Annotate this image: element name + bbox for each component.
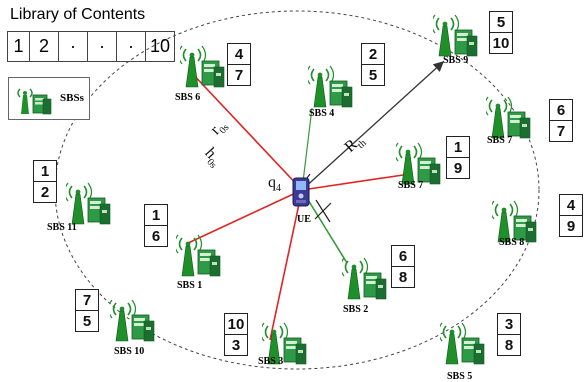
cache-item: 5 [82,312,92,330]
sbs-icon [440,322,485,365]
sbs-label: SBS 7 [398,180,424,191]
cache-item: 3 [498,314,520,335]
sbs-icon [433,14,478,57]
link-ue-sbs6 [188,69,303,191]
cache-item: 1 [447,137,469,158]
library-row: 1 2 · · · 10 [7,31,175,62]
library-cell: 1 [8,32,30,61]
cache-item: 6 [151,227,161,245]
legend-label: SBSs [60,92,84,104]
q4-symbol: q4 [268,174,281,195]
coverage-circle [54,10,540,370]
sbs-icon [308,65,353,108]
sbs-icon [396,142,441,185]
cache-item: 6 [392,246,414,267]
cache-item: 2 [40,183,50,201]
sbs-label: SBS 1 [177,280,203,291]
cache-item: 7 [76,290,98,311]
cache-item: 5 [368,66,378,84]
sbs-icon [17,88,52,115]
library-cell: · [117,32,146,61]
cache-item: 3 [231,336,241,354]
link-ue-sbs1 [185,189,303,245]
link-ue-sbs4 [301,107,313,191]
sbs-icon [66,182,111,225]
sbs-label: SBS 5 [447,371,473,382]
sbs-label: SBS 2 [343,304,369,315]
library-title: Library of Contents [10,6,146,23]
cache-item: 6 [550,100,572,121]
phone-icon [292,174,311,207]
sbs-label: SBS 9 [443,55,469,66]
sbs-icon [492,200,537,243]
cache-item: 7 [556,122,566,140]
library-cell: · [88,32,117,61]
ue-label: UE [297,214,311,225]
cache-item: 7 [234,66,244,84]
link-ue-sbs7 [301,174,404,191]
sbs-label: SBS 4 [309,108,335,119]
sbs-icon [486,96,531,139]
sbs-icon [180,45,225,88]
cache-item: 2 [362,44,384,65]
sbs-icon [110,299,155,342]
library-cell: 10 [149,36,171,56]
library-cell: 2 [30,32,59,61]
legend-box: SBSs [8,77,90,120]
cache-item: 5 [490,12,512,33]
sbs-icon [176,234,221,277]
sbs-label: SBS 7 [487,135,513,146]
cache-item: 1 [34,161,56,182]
cache-item: 4 [228,44,250,65]
sbs-label: SBS 8 [499,237,525,248]
cache-item: 4 [560,195,582,216]
library-cell: · [59,32,88,61]
cache-item: 1 [145,205,167,226]
sbs-label: SBS 6 [175,92,201,103]
cache-item: 8 [504,336,514,354]
sbs-icon [342,257,387,300]
sbs-label: SBS 11 [47,222,77,233]
cache-item: 8 [398,268,408,286]
cache-item: 10 [225,314,247,335]
sbs-icon [262,322,307,365]
cache-item: 9 [566,217,576,235]
cache-item: 9 [453,159,463,177]
sbs-label: SBS 10 [114,346,145,357]
link-ue-sbs3 [269,189,303,341]
sbs-label: SBS 3 [258,356,284,367]
rth-arrow [301,61,444,191]
cache-item: 10 [492,34,510,52]
